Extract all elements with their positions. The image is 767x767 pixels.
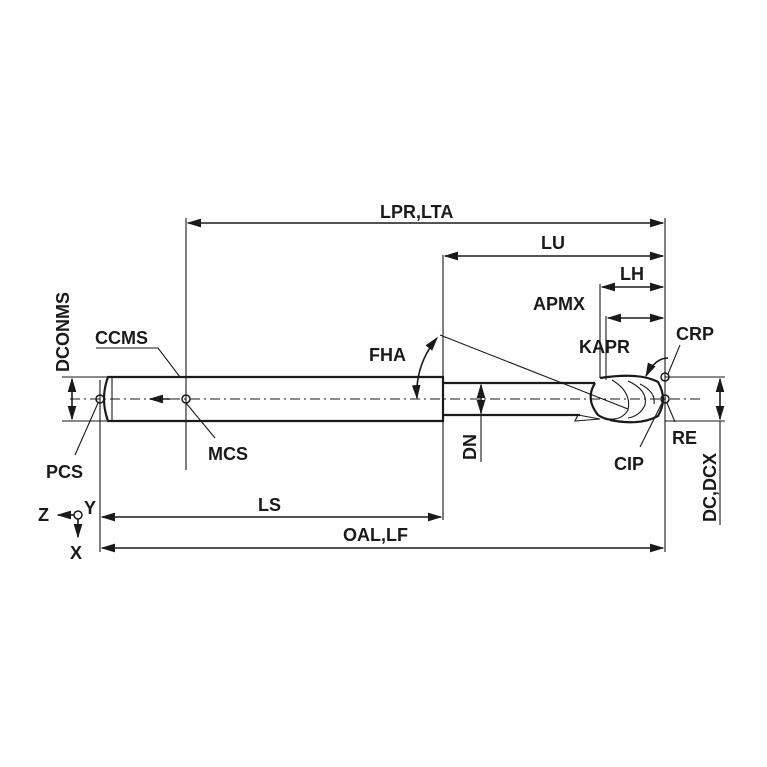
flute-tip: [574, 414, 601, 422]
label-crp: CRP: [676, 324, 714, 344]
flute-edge-2: [627, 380, 646, 419]
ball-head-outline: [599, 374, 665, 424]
pcs-point: [95, 394, 105, 404]
label-fha: FHA: [369, 345, 406, 365]
label-ccms: CCMS: [95, 328, 148, 348]
cip-leader: [639, 402, 663, 448]
flute-edge-3: [639, 383, 655, 405]
flute-edge-1: [609, 379, 630, 420]
mcs-leader: [185, 402, 216, 439]
label-re: RE: [672, 428, 697, 448]
ccms-leader: [96, 347, 181, 378]
label-axis-z: Z: [38, 505, 49, 525]
label-apmx: APMX: [533, 294, 585, 314]
shank-body: [102, 375, 445, 423]
label-axis-y: Y: [84, 498, 96, 518]
neck-body: [443, 381, 595, 417]
kapr-arc: [645, 357, 669, 378]
label-mcs: MCS: [208, 444, 248, 464]
label-dc-dcx: DC,DCX: [700, 453, 720, 522]
re-leader: [666, 402, 676, 423]
label-oal-lf: OAL,LF: [343, 525, 408, 545]
label-kapr: KAPR: [579, 337, 630, 357]
crp-point: [660, 372, 670, 382]
label-dn: DN: [460, 434, 480, 460]
label-pcs: PCS: [46, 462, 83, 482]
label-dconms: DCONMS: [53, 292, 73, 372]
fha-arc: [411, 336, 438, 400]
label-lh: LH: [620, 264, 644, 284]
label-ls: LS: [258, 495, 281, 515]
label-lpr-lta: LPR,LTA: [380, 202, 453, 222]
crp-leader: [667, 344, 681, 375]
fha-taper-line: [439, 334, 629, 410]
flute-start: [589, 382, 616, 422]
coord-origin: [73, 510, 83, 520]
pcs-leader: [74, 402, 99, 456]
label-axis-x: X: [70, 543, 82, 563]
label-cip: CIP: [614, 454, 644, 474]
cip-point: [660, 394, 670, 404]
label-lu: LU: [541, 233, 565, 253]
